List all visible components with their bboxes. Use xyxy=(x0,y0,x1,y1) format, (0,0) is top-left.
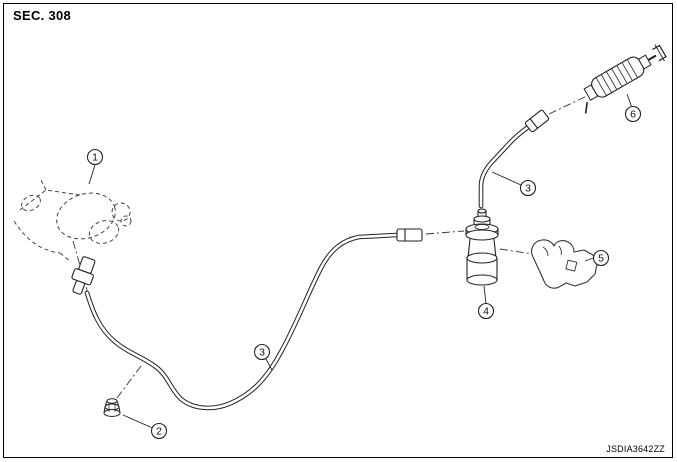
callout-1: 1 xyxy=(86,148,104,185)
centerline-tube-to-master-cylinder xyxy=(548,94,590,115)
pedal-assembly-sketch xyxy=(13,177,132,263)
centerline-pedal-to-tube xyxy=(72,240,90,298)
master-cylinder-drawing xyxy=(583,44,667,114)
callout-4: 4 xyxy=(477,285,495,320)
leader-line xyxy=(88,164,96,185)
callout-circle xyxy=(253,343,271,361)
callout-3-lower: 3 xyxy=(253,343,273,371)
callout-5: 5 xyxy=(584,249,610,267)
push-rod xyxy=(647,54,657,61)
clevis-fork xyxy=(652,44,667,62)
leader-line xyxy=(491,171,522,186)
clip-fold-lines xyxy=(542,245,562,257)
callout-circle xyxy=(86,148,104,166)
callout-number: 3 xyxy=(525,183,531,195)
callout-circle xyxy=(519,179,537,197)
centerline-grommet-to-tube xyxy=(116,365,142,399)
clip-slot xyxy=(565,259,578,272)
callout-2: 2 xyxy=(122,414,168,440)
grommet-drawing xyxy=(103,398,121,417)
clutch-tube-upper-drawing xyxy=(478,125,530,209)
callouts: 1 2 3 3 4 5 6 xyxy=(86,93,642,440)
damper-assembly-drawing xyxy=(465,208,499,286)
tube-fitting-upper xyxy=(524,109,550,133)
leader-line xyxy=(265,358,273,371)
callout-number: 1 xyxy=(92,152,98,164)
master-cylinder-port xyxy=(584,102,588,114)
clip-outline xyxy=(531,239,598,289)
callout-circle xyxy=(150,422,168,440)
clutch-tube-lower-drawing xyxy=(84,232,400,411)
callout-3-upper: 3 xyxy=(491,171,537,197)
centerlines xyxy=(72,94,590,399)
callout-number: 5 xyxy=(598,253,604,265)
callout-number: 2 xyxy=(156,426,162,438)
callout-circle xyxy=(477,302,495,320)
section-label: SEC. 308 xyxy=(13,8,72,23)
centerline-tube-to-damper xyxy=(425,230,465,235)
callout-6: 6 xyxy=(624,93,642,123)
callout-number: 6 xyxy=(630,109,636,121)
leader-line xyxy=(584,257,594,262)
callout-number: 4 xyxy=(483,306,489,318)
tube-fitting-at-pedal xyxy=(71,256,96,295)
clevis-pin xyxy=(654,44,665,62)
tube-fitting-at-damper xyxy=(396,228,423,242)
leader-line xyxy=(122,414,152,428)
callout-circle xyxy=(592,249,610,267)
centerline-damper-to-clip xyxy=(499,248,534,255)
tube-core xyxy=(85,233,399,410)
callout-circle xyxy=(624,105,642,123)
leader-line xyxy=(483,285,487,304)
tube-core xyxy=(479,126,529,208)
mounting-clip-drawing xyxy=(531,239,598,289)
figure-border xyxy=(3,3,673,458)
figure-code: JSDIA3642ZZ xyxy=(606,444,665,454)
leader-line xyxy=(626,93,632,107)
boot-ribs xyxy=(595,59,638,96)
callout-number: 3 xyxy=(259,347,265,359)
